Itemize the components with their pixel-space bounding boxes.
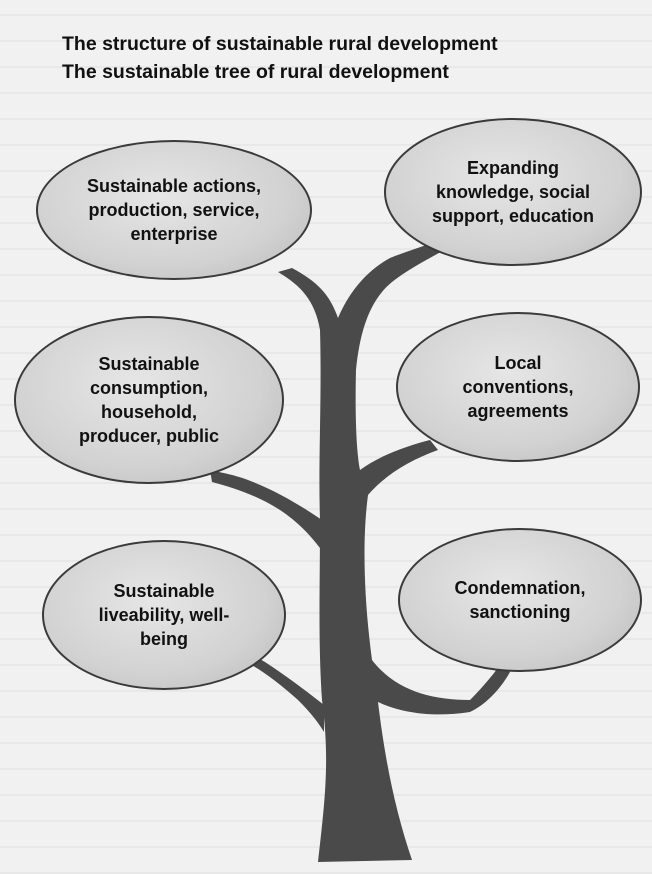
title-block: The structure of sustainable rural devel… bbox=[62, 30, 622, 86]
node-label: Sustainable liveability, well- being bbox=[98, 581, 230, 649]
node-sustainable-actions: Sustainable actions, production, service… bbox=[36, 140, 312, 280]
sub-title: The sustainable tree of rural developmen… bbox=[62, 61, 449, 83]
tree-branch-left-lower bbox=[242, 650, 324, 732]
node-expanding-knowledge: Expanding knowledge, social support, edu… bbox=[384, 118, 642, 266]
node-sustainable-liveability: Sustainable liveability, well- being bbox=[42, 540, 286, 690]
main-title: The structure of sustainable rural devel… bbox=[62, 33, 498, 55]
node-local-conventions: Local conventions, agreements bbox=[396, 312, 640, 462]
node-label: Condemnation, sanctioning bbox=[454, 578, 586, 622]
node-label: Sustainable consumption, household, prod… bbox=[78, 354, 220, 446]
node-label: Local conventions, agreements bbox=[462, 353, 574, 421]
tree-branch-left-middle bbox=[210, 470, 322, 548]
node-condemnation-sanctioning: Condemnation, sanctioning bbox=[398, 528, 642, 672]
node-label: Sustainable actions, production, service… bbox=[86, 176, 262, 244]
tree-trunk bbox=[278, 240, 510, 862]
node-label: Expanding knowledge, social support, edu… bbox=[432, 158, 594, 226]
node-sustainable-consumption: Sustainable consumption, household, prod… bbox=[14, 316, 284, 484]
